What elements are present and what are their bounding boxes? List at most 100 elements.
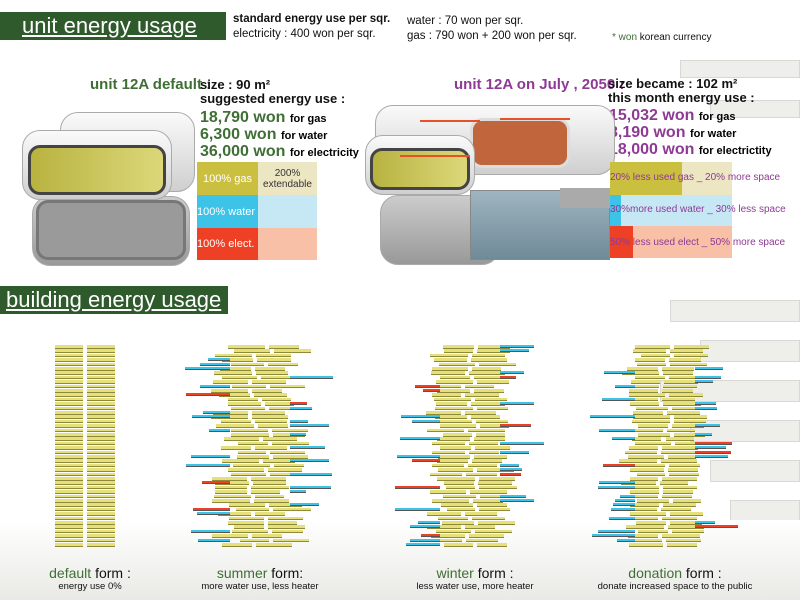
tower-slab	[662, 494, 692, 499]
tower-slab	[665, 437, 695, 441]
tower-slab	[443, 543, 473, 547]
tower-slab	[671, 424, 704, 428]
tower-slab	[87, 371, 115, 375]
tower-slab	[256, 353, 292, 358]
tower-slab	[635, 345, 671, 349]
tower-extension	[695, 446, 727, 450]
tower-slab	[664, 380, 698, 384]
tower-slab	[87, 525, 115, 529]
tower-slab	[87, 397, 115, 402]
tower-slab	[238, 441, 269, 446]
tower-extension	[604, 371, 635, 375]
tower-slab	[627, 485, 659, 490]
tower-slab	[251, 485, 289, 490]
tower-slab	[215, 424, 254, 428]
tower-slab	[629, 512, 666, 516]
tower-slab	[272, 433, 306, 437]
tower-slab	[473, 437, 505, 441]
tower-slab	[626, 525, 664, 529]
tower-extension	[598, 481, 635, 485]
tower-slab	[87, 375, 115, 380]
tower-slab	[87, 450, 115, 455]
tower-slab	[87, 446, 115, 450]
tower-slab	[262, 397, 292, 402]
tower-slab	[632, 411, 663, 415]
tower-slab	[438, 362, 475, 367]
tower-slab	[438, 455, 470, 459]
tower-slab	[670, 349, 703, 353]
tower-slab	[468, 450, 499, 455]
tower-slab	[631, 437, 662, 441]
tower-slab	[627, 397, 658, 402]
tower-slab	[264, 402, 295, 406]
tower-slab	[240, 538, 270, 543]
tower-slab	[446, 485, 476, 490]
tower-slab	[472, 499, 504, 503]
unit-energy-banner: unit energy usage	[0, 12, 226, 40]
tower-slab	[670, 521, 702, 525]
tower-slab	[441, 521, 475, 525]
note-text: korean currency	[639, 32, 712, 43]
tower-slab	[270, 472, 301, 477]
tower-slab	[629, 463, 666, 468]
tower-slab	[629, 402, 659, 406]
tower-slab	[55, 529, 83, 534]
tower-slab	[629, 389, 658, 393]
tower-slab	[465, 512, 498, 516]
standard-label: standard energy use per sqr.	[233, 13, 391, 25]
tower-slab	[221, 459, 260, 463]
tower-extension	[209, 428, 230, 432]
tower-slab	[431, 371, 465, 375]
tower-slab	[87, 534, 115, 538]
tower-slab	[434, 397, 472, 402]
tower-slab	[621, 507, 657, 512]
tower-slab	[87, 393, 115, 397]
tower-slab	[212, 477, 248, 481]
tower-slab	[477, 468, 514, 472]
tower-slab	[228, 402, 261, 406]
tower-slab	[673, 419, 707, 424]
july-unit-title: unit 12A on July , 2050 :	[454, 76, 625, 93]
tower-extension	[598, 485, 635, 489]
tower-slab	[87, 485, 115, 490]
tower-slab	[55, 437, 83, 441]
tower-slab	[213, 494, 252, 499]
tower-extension	[290, 433, 307, 436]
tower-slab	[476, 543, 507, 547]
tower-slab	[269, 406, 308, 411]
tower-extension	[202, 481, 230, 485]
tower-default	[30, 345, 140, 555]
tower-slab	[228, 468, 264, 472]
tower-slab	[443, 494, 476, 499]
cost-water: 6,300 won for water	[200, 126, 328, 143]
tower-slab	[444, 349, 474, 353]
tower-slab	[55, 543, 83, 547]
tower-slab	[464, 525, 495, 529]
tower-slab	[477, 380, 509, 384]
tower-slab	[426, 428, 464, 433]
tower-slab	[228, 503, 265, 507]
tower-slab	[218, 512, 252, 516]
tower-extension	[500, 494, 526, 498]
tower-slab	[55, 367, 83, 371]
cost-gas: 15,032 won for gas	[609, 107, 736, 124]
july-size: size became : 102 m²	[608, 76, 738, 91]
tower-extension	[500, 441, 545, 445]
tower-slab	[672, 499, 702, 503]
tower-slab	[465, 393, 499, 397]
tower-extension	[500, 472, 522, 476]
tower-slab	[479, 424, 510, 428]
tower-slab	[662, 485, 698, 490]
tower-slab	[635, 441, 671, 446]
tower-slab	[55, 499, 83, 503]
caption-default: default form :energy use 0%	[49, 565, 131, 592]
tower-slab	[477, 345, 510, 349]
tower-slab	[665, 538, 701, 543]
tower-slab	[87, 507, 115, 512]
tower-extension	[193, 507, 230, 511]
gas-rate: gas : 790 won + 200 won per sqr.	[407, 30, 577, 42]
tower-slab	[628, 516, 658, 521]
tower-slab	[87, 521, 115, 525]
tower-slab	[87, 516, 115, 521]
tower-slab	[447, 507, 476, 512]
